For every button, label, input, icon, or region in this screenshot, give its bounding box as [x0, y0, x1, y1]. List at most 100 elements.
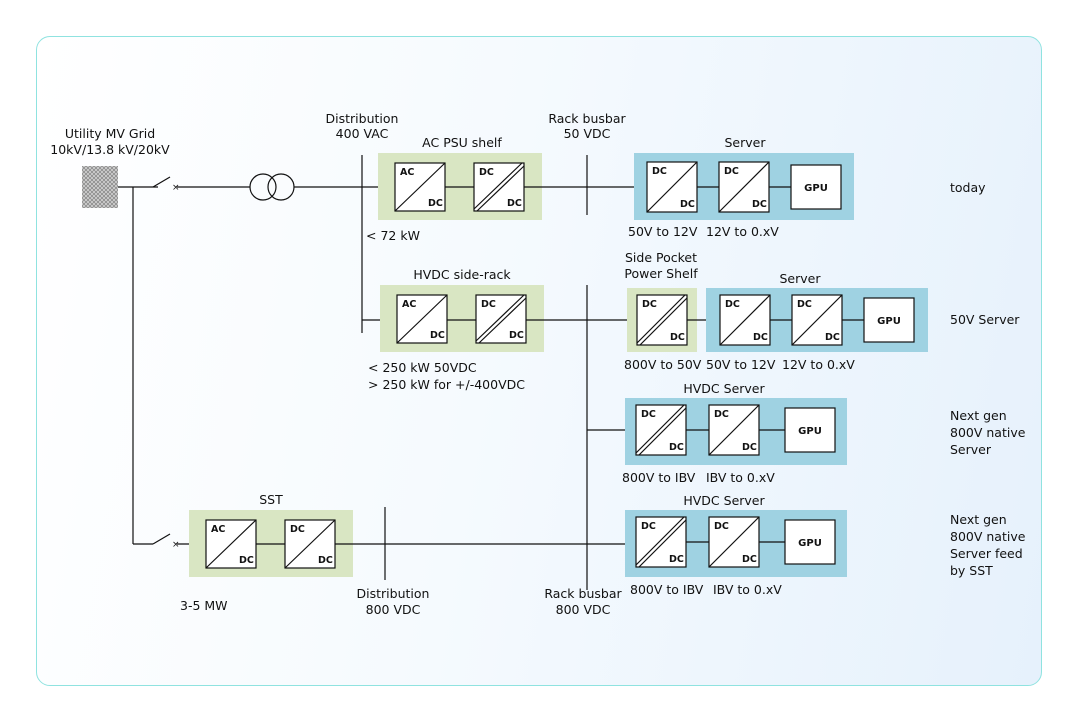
- side-pocket-diag-b: [639, 297, 688, 346]
- side-pocket-out: DC: [670, 332, 685, 343]
- sst-acdc-in: AC: [211, 524, 225, 535]
- server3-title: HVDC Server: [683, 381, 765, 396]
- server3-conv-a-diag-a: [635, 404, 685, 454]
- server1-conv-a-in: DC: [652, 166, 667, 177]
- psu-dcdc-diag-b: [476, 165, 525, 212]
- hvdc-power-a: < 250 kW 50VDC: [368, 360, 477, 375]
- psu-acdc-diag: [394, 162, 446, 212]
- server3-gpu: [784, 407, 836, 453]
- server4-gpu: [784, 519, 836, 565]
- row2-side-label: 50V Server: [950, 312, 1020, 327]
- server2-conv-b-out: DC: [825, 332, 840, 343]
- server3-conv-a-diag-b: [638, 407, 687, 456]
- server3-conv-b-diag: [708, 404, 760, 456]
- server4-conv-b-diag: [708, 516, 760, 568]
- server4-conv-a-in: DC: [641, 521, 656, 532]
- hvdc-acdc-out: DC: [430, 330, 445, 341]
- side-pocket-conv: [636, 294, 688, 346]
- dist-400-voltage: 400 VAC: [336, 126, 389, 141]
- sst-title: SST: [259, 492, 283, 507]
- hvdc-power-b: > 250 kW for +/-400VDC: [368, 377, 525, 392]
- sst-dcdc-diag: [284, 519, 336, 569]
- switch-bottom-mark: ×: [172, 540, 180, 550]
- row4-side-label-2: 800V native: [950, 529, 1026, 544]
- server3-gpu-label: GPU: [798, 426, 822, 437]
- dist-800-voltage: 800 VDC: [366, 602, 421, 617]
- switch-top: [152, 176, 171, 188]
- server2-label-c: 12V to 0.xV: [782, 357, 855, 372]
- hvdc-dcdc-in: DC: [481, 299, 496, 310]
- server1-gpu: [790, 164, 842, 210]
- server3-conv-a-out: DC: [669, 442, 684, 453]
- side-pocket-in: DC: [642, 299, 657, 310]
- sst-acdc-out: DC: [239, 555, 254, 566]
- switch-bottom: [152, 533, 171, 545]
- grid-symbol: [82, 166, 118, 208]
- server3-conv-b-in: DC: [714, 409, 729, 420]
- server4-gpu-label: GPU: [798, 538, 822, 549]
- server4-conv-a-diag-b: [638, 519, 687, 568]
- server1-conv-b-diag: [718, 161, 770, 213]
- server1-label-b: 12V to 0.xV: [706, 224, 779, 239]
- server2-conv-b-in: DC: [797, 299, 812, 310]
- row3-side-label-2: 800V native: [950, 425, 1026, 440]
- psu-shelf-title: AC PSU shelf: [422, 135, 502, 150]
- sst-acdc-diag: [205, 519, 257, 569]
- server2-gpu-label: GPU: [877, 316, 901, 327]
- hvdc-dcdc-out: DC: [509, 330, 524, 341]
- server1-conv-b-out: DC: [752, 199, 767, 210]
- side-pocket-title-b: Power Shelf: [624, 266, 698, 281]
- row4-side-label-1: Next gen: [950, 512, 1007, 527]
- server1-conv-b-in: DC: [724, 166, 739, 177]
- server4-title: HVDC Server: [683, 493, 765, 508]
- diagram-card: [36, 36, 1042, 686]
- server1-title: Server: [725, 135, 767, 150]
- sst-power: 3-5 MW: [180, 598, 228, 613]
- psu-dcdc-diag-a: [473, 162, 523, 210]
- dist-800-title: Distribution: [357, 586, 430, 601]
- server3-conv-a-in: DC: [641, 409, 656, 420]
- psu-acdc-out: DC: [428, 198, 443, 209]
- hvdc-dcdc-diag-a: [475, 294, 525, 342]
- server1-gpu-label: GPU: [804, 183, 828, 194]
- psu-acdc-in: AC: [400, 167, 414, 178]
- server4-label-b: IBV to 0.xV: [713, 582, 782, 597]
- side-pocket-diag-a: [636, 294, 686, 344]
- server2-label-b: 50V to 12V: [706, 357, 776, 372]
- server2-label-a: 800V to 50V: [624, 357, 702, 372]
- server3-label-b: IBV to 0.xV: [706, 470, 775, 485]
- psu-dcdc-in: DC: [479, 167, 494, 178]
- server4-conv-a-out: DC: [669, 554, 684, 565]
- server4-conv-a-diag-a: [635, 516, 685, 566]
- sst-dcdc-out: DC: [318, 555, 333, 566]
- server2-conv-a-out: DC: [753, 332, 768, 343]
- server4-label-a: 800V to IBV: [630, 582, 704, 597]
- sst-dcdc-in: DC: [290, 524, 305, 535]
- hvdc-rack-title: HVDC side-rack: [413, 267, 511, 282]
- server3-conv-a: [635, 404, 687, 456]
- server2-gpu: [863, 297, 915, 343]
- server1-conv-a-diag: [646, 161, 698, 213]
- server2-conv-b-diag: [791, 294, 843, 346]
- hvdc-acdc-in: AC: [402, 299, 416, 310]
- server3-label-a: 800V to IBV: [622, 470, 696, 485]
- hvdc-dcdc-converter: [475, 294, 527, 344]
- hvdc-dcdc-diag-b: [478, 297, 527, 344]
- rack-800-title: Rack busbar: [544, 586, 622, 601]
- row3-side-label-3: Server: [950, 442, 992, 457]
- server4-conv-b-in: DC: [714, 521, 729, 532]
- row3-side-label-1: Next gen: [950, 408, 1007, 423]
- server4-conv-a: [635, 516, 687, 568]
- row1-side-label: today: [950, 180, 986, 195]
- rack-800-voltage: 800 VDC: [556, 602, 611, 617]
- server1-label-a: 50V to 12V: [628, 224, 698, 239]
- server4-conv-b-out: DC: [742, 554, 757, 565]
- switch-top-mark: ×: [172, 183, 180, 193]
- server3-conv-b-out: DC: [742, 442, 757, 453]
- grid-title: Utility MV Grid: [65, 126, 155, 141]
- server2-conv-a-in: DC: [725, 299, 740, 310]
- rack-50-voltage: 50 VDC: [564, 126, 611, 141]
- grid-subtitle: 10kV/13.8 kV/20kV: [50, 142, 170, 157]
- psu-power: < 72 kW: [366, 228, 420, 243]
